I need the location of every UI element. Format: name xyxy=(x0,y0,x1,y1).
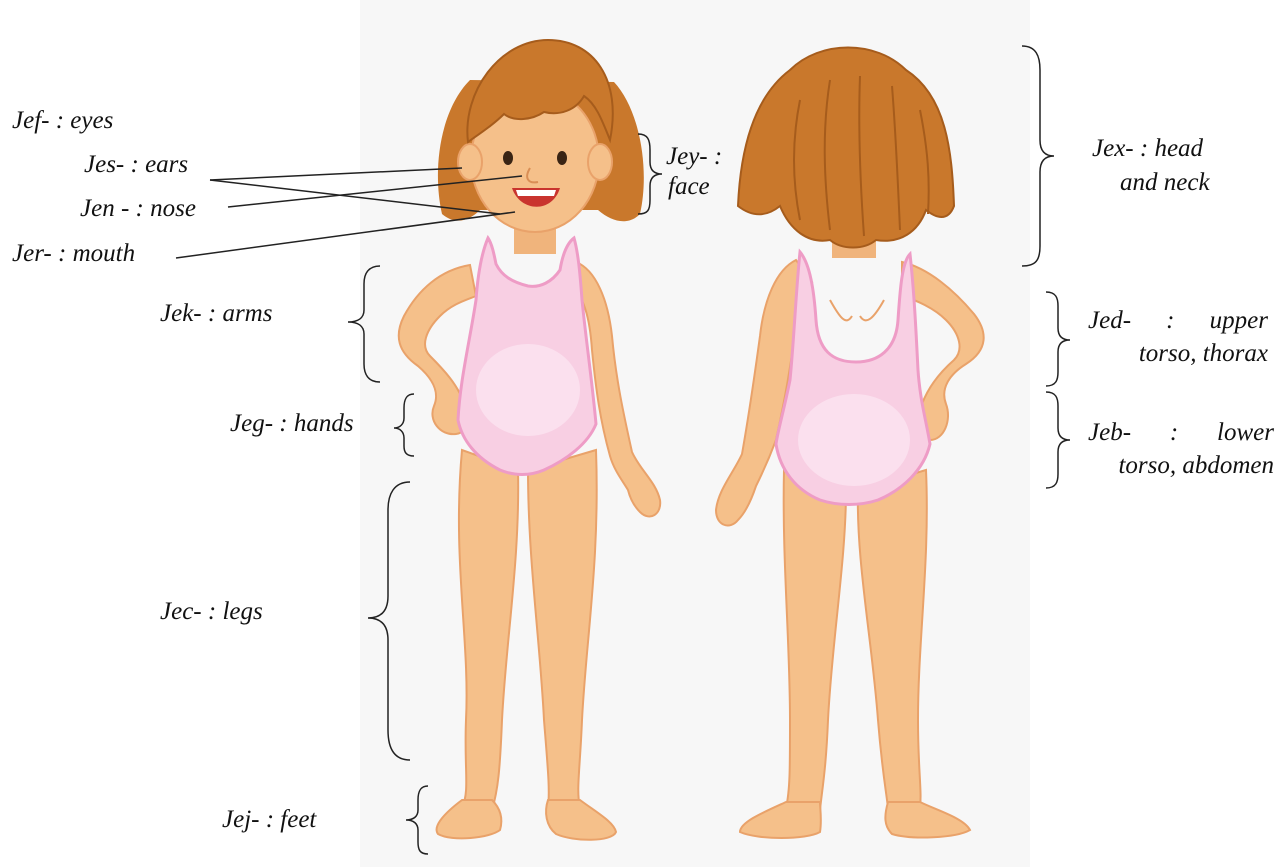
back-hair xyxy=(738,48,954,248)
ears-line-1 xyxy=(210,168,462,180)
front-right-leg xyxy=(528,450,597,808)
label-mouth: Jer- : mouth xyxy=(12,239,135,269)
label-eyes: Jef- : eyes xyxy=(12,106,113,136)
hands-brace xyxy=(394,394,414,456)
girl-front xyxy=(399,40,660,840)
back-shoulder-blades xyxy=(830,300,884,320)
back-right-foot xyxy=(885,802,970,837)
front-left-eye xyxy=(503,151,513,165)
front-left-foot xyxy=(437,800,502,838)
back-left-leg xyxy=(784,470,846,810)
label-ears: Jes- : ears xyxy=(84,150,188,180)
back-left-foot xyxy=(740,802,821,838)
upper-torso-brace xyxy=(1046,292,1070,386)
label-face-line1: Jey- : xyxy=(666,142,722,172)
front-teeth xyxy=(516,190,556,196)
lower-torso-brace xyxy=(1046,392,1070,488)
label-nose: Jen - : nose xyxy=(80,194,196,224)
back-right-leg xyxy=(858,470,927,808)
label-upper-torso-line1: Jed- : upper xyxy=(1088,306,1268,336)
label-lower-torso-line1: Jeb- : lower xyxy=(1088,418,1274,448)
feet-brace xyxy=(406,786,428,854)
label-face-line2: face xyxy=(668,172,710,202)
mouth-line xyxy=(176,212,515,258)
label-feet: Jej- : feet xyxy=(222,805,316,835)
front-right-ear xyxy=(588,144,612,180)
head-brace xyxy=(1022,46,1054,266)
girl-back xyxy=(716,48,984,839)
legs-brace xyxy=(368,482,410,760)
label-hands: Jeg- : hands xyxy=(230,409,354,439)
label-lower-torso-line2: torso, abdomen xyxy=(1084,451,1274,481)
front-left-leg xyxy=(459,450,518,810)
front-left-ear xyxy=(458,144,482,180)
label-head-line2: and neck xyxy=(1120,168,1210,198)
back-swimsuit-highlight xyxy=(798,394,910,486)
label-head-line1: Jex- : head xyxy=(1092,134,1203,164)
label-legs: Jec- : legs xyxy=(160,597,263,627)
front-right-foot xyxy=(546,800,616,840)
label-arms: Jek- : arms xyxy=(160,299,272,329)
front-right-eye xyxy=(557,151,567,165)
front-swimsuit-highlight xyxy=(476,344,580,436)
arms-brace xyxy=(348,266,380,382)
label-upper-torso-line2: torso, thorax xyxy=(1088,339,1268,369)
